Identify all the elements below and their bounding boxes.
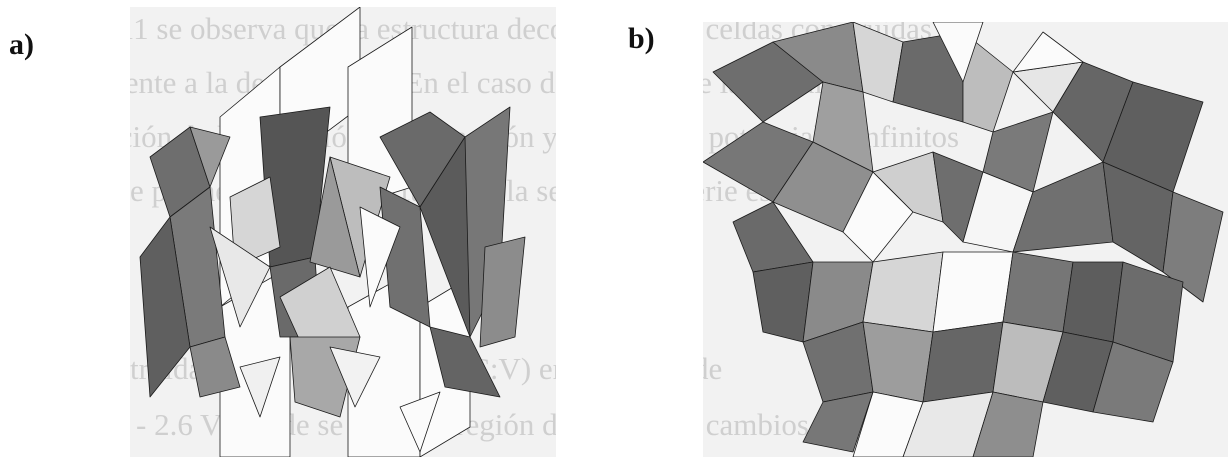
panel-a-structure-image: la Figura 11 se observa que la estructur… [130, 7, 556, 457]
panel-b-structure-image: la Figura 11 se observa que la estructur… [703, 22, 1228, 457]
panel-a-label: a) [9, 28, 34, 61]
polyhedral-structure-a-icon [139, 7, 526, 457]
polyhedral-structure-b-icon [703, 22, 1224, 457]
panel-b-label: b) [628, 22, 655, 55]
